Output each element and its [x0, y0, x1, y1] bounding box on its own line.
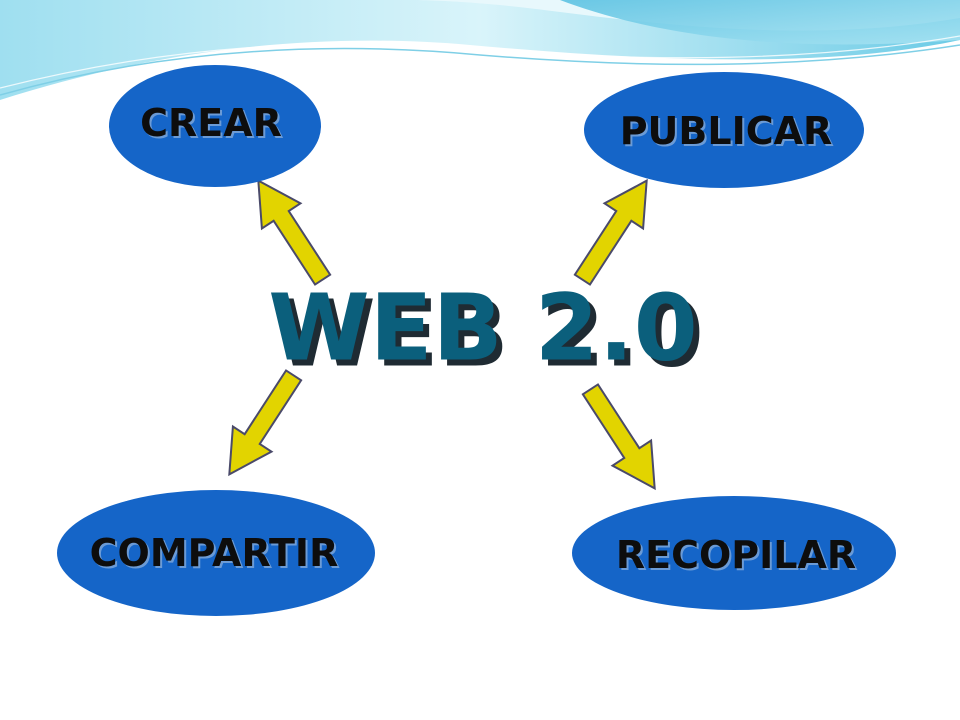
node-compartir-ellipse: [57, 490, 375, 616]
node-crear: CREAR CREAR: [109, 65, 321, 187]
node-compartir-label: COMPARTIR: [90, 531, 339, 575]
node-publicar-label: PUBLICAR: [620, 109, 833, 153]
node-recopilar-label: RECOPILAR: [616, 533, 856, 577]
node-crear-label-shadow: CREAR: [142, 103, 284, 147]
arrow-to-recopilar: [581, 383, 656, 491]
center-title: WEB 2.0: [268, 275, 697, 382]
node-crear-label: CREAR: [140, 101, 282, 145]
node-compartir-label-shadow: COMPARTIR: [92, 533, 341, 577]
header-wave-decoration: [0, 0, 960, 100]
arrow-to-compartir: [228, 369, 303, 477]
node-recopilar: RECOPILAR RECOPILAR: [572, 496, 896, 610]
center-title-shadow: WEB 2.0: [274, 281, 703, 388]
node-publicar: PUBLICAR PUBLICAR: [584, 72, 864, 188]
node-recopilar-label-shadow: RECOPILAR: [618, 535, 858, 579]
node-publicar-ellipse: [584, 72, 864, 188]
node-recopilar-ellipse: [572, 496, 896, 610]
node-compartir: COMPARTIR COMPARTIR: [57, 490, 375, 616]
node-crear-ellipse: [109, 65, 321, 187]
center-title-group: WEB 2.0 WEB 2.0: [268, 275, 703, 388]
arrow-to-publicar: [573, 178, 648, 286]
arrow-group: [228, 178, 656, 491]
node-publicar-label-shadow: PUBLICAR: [622, 111, 835, 155]
arrow-to-crear: [257, 178, 332, 286]
